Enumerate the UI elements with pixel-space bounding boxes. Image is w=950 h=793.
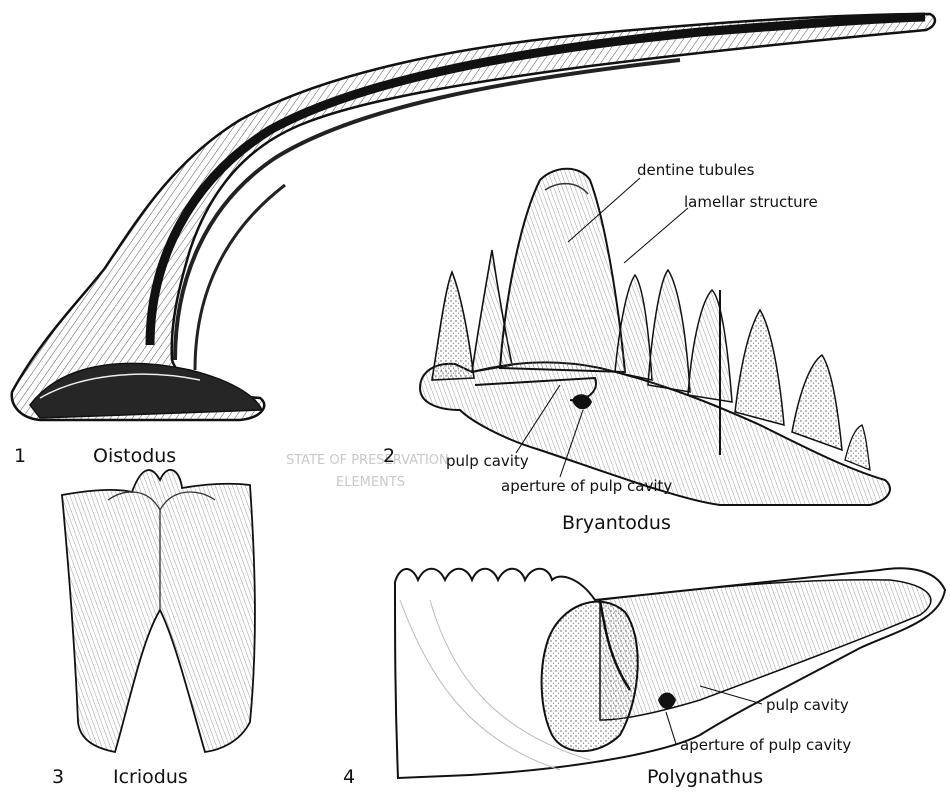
figure-1-number: 1 (14, 445, 26, 467)
figure-4-polygnathus-drawing (395, 568, 945, 778)
figure-3-name: Icriodus (113, 766, 188, 788)
figure-2-name: Bryantodus (562, 512, 671, 534)
label-pulp-cavity-2: pulp cavity (446, 452, 529, 470)
figure-3-icriodus-drawing (62, 470, 255, 752)
label-lamellar-structure: lamellar structure (684, 193, 818, 211)
show-through-text-1: STATE OF PRESERVATION (286, 450, 449, 472)
leader-lamellar-structure (624, 208, 688, 263)
figure-1-name: Oistodus (93, 445, 176, 467)
figure-4-number: 4 (343, 766, 355, 788)
label-dentine-tubules: dentine tubules (637, 161, 754, 179)
figure-2-number: 2 (383, 445, 395, 467)
label-aperture-4: aperture of pulp cavity (680, 736, 851, 754)
label-aperture-2: aperture of pulp cavity (501, 477, 672, 495)
show-through-text-2: ELEMENTS (336, 472, 405, 494)
label-pulp-cavity-4: pulp cavity (766, 696, 849, 714)
figure-4-name: Polygnathus (647, 766, 763, 788)
figure-3-number: 3 (52, 766, 64, 788)
